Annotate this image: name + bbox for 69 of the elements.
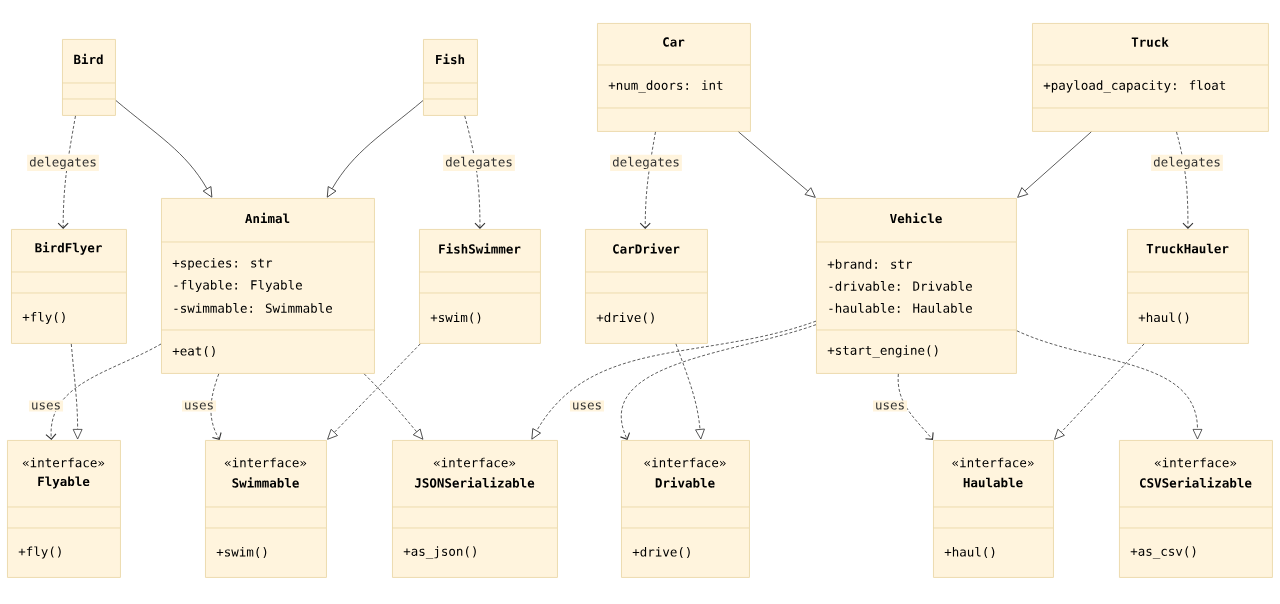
- attribute-text: +brand: str: [827, 259, 912, 269]
- attribute-text: +species: str: [172, 257, 273, 271]
- method-text: +haul(): [944, 546, 995, 559]
- class-name: TruckHauler: [1146, 243, 1229, 254]
- stereotype-label: «interface»: [952, 457, 1034, 468]
- class-name: Truck: [1131, 37, 1169, 47]
- method-text: +as_json(): [403, 546, 476, 559]
- stereotype-label: «interface»: [224, 457, 307, 468]
- edge-label: delegates: [27, 154, 99, 172]
- arrow: [619, 324, 817, 440]
- method-text: +haul(): [1138, 312, 1189, 324]
- arrow: [326, 100, 424, 198]
- attribute-text: -drivable: Drivable: [829, 281, 972, 291]
- attribute-text: +num_doors: int: [608, 80, 723, 93]
- class-name: Swimmable: [232, 477, 299, 488]
- edge-label: delegates: [443, 154, 515, 172]
- method-text: +as_csv(): [1130, 546, 1196, 559]
- edge-label: delegates: [610, 154, 682, 172]
- arrow: [675, 343, 705, 440]
- stereotype-label: «interface»: [22, 457, 105, 468]
- method-text: +fly(): [18, 546, 61, 559]
- arrow: [1016, 330, 1203, 440]
- arrow: [738, 131, 816, 198]
- arrow: [531, 320, 817, 440]
- arrow: [210, 373, 222, 440]
- class-name: Drivable: [655, 477, 715, 488]
- edge-label: uses: [181, 400, 217, 412]
- class-name: BirdFlyer: [35, 242, 102, 255]
- class-name: Animal: [245, 212, 290, 224]
- arrow: [327, 343, 421, 440]
- class-name: Haulable: [963, 477, 1023, 488]
- edge-label: delegates: [1151, 154, 1223, 172]
- attribute-text: +payload_capacity: float: [1043, 80, 1226, 93]
- edge-label: uses: [28, 400, 64, 412]
- class-name: Fish: [436, 53, 465, 65]
- edge-label: uses: [872, 400, 908, 412]
- arrow: [1017, 131, 1092, 198]
- method-text: +drive(): [632, 546, 690, 559]
- class-name: Vehicle: [890, 212, 942, 224]
- method-text: +start_engine(): [827, 345, 938, 358]
- class-name: Car: [663, 37, 685, 47]
- class-name: CSVSerializable: [1140, 477, 1252, 488]
- arrow: [45, 343, 162, 440]
- method-text: +drive(): [596, 312, 654, 324]
- attribute-text: -swimmable: Swimmable: [174, 303, 332, 313]
- stereotype-label: «interface»: [433, 457, 516, 468]
- arrow: [57, 115, 76, 229]
- class-name: Flyable: [38, 476, 90, 489]
- arrow: [70, 343, 83, 440]
- method-text: +swim(): [216, 546, 267, 559]
- arrow: [639, 131, 656, 229]
- class-name: JSONSerializable: [414, 477, 535, 488]
- stereotype-label: «interface»: [644, 457, 726, 468]
- arrow: [115, 100, 213, 198]
- attribute-text: -flyable: Flyable: [174, 279, 302, 293]
- arrow: [464, 115, 486, 229]
- arrow: [897, 373, 934, 440]
- stereotype-label: «interface»: [1154, 457, 1237, 468]
- class-name: CarDriver: [613, 243, 680, 254]
- class-name: FishSwimmer: [439, 243, 521, 254]
- arrow: [1176, 131, 1194, 229]
- method-text: +swim(): [430, 312, 481, 324]
- arrow: [363, 373, 424, 440]
- method-text: +fly(): [22, 311, 65, 325]
- edge-label: uses: [569, 400, 605, 412]
- method-text: +eat(): [172, 345, 215, 358]
- class-name: Bird: [74, 53, 103, 65]
- arrow: [1054, 343, 1145, 440]
- attribute-text: -haulable: Haulable: [829, 303, 972, 313]
